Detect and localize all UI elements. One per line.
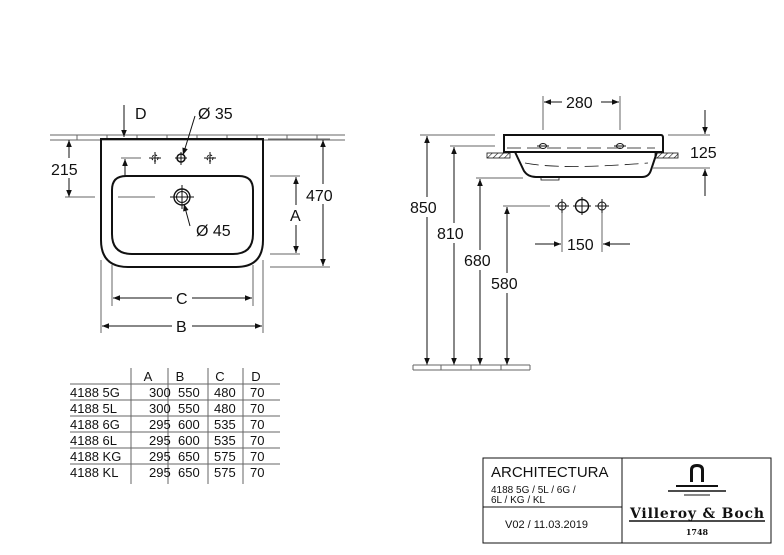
table-row-model: 4188 6G <box>70 417 120 432</box>
label-215: 215 <box>51 162 78 179</box>
d45-leader <box>183 203 191 227</box>
table-row-model: 4188 5L <box>70 401 117 416</box>
tap-hole-side-icon <box>614 143 626 149</box>
label-d45: Ø 45 <box>196 223 231 240</box>
table-row-model: 4188 KG <box>70 449 121 464</box>
table-header: C <box>215 369 224 384</box>
wall-hatch-left <box>486 152 511 159</box>
table-cell: 535 <box>214 433 236 448</box>
title-block: ARCHITECTURA 4188 5G / 5L / 6G / 6L / KG… <box>482 457 772 544</box>
table-cell: 550 <box>178 385 200 400</box>
dimension-table: A B C D 4188 5G 300 550 480 70 4188 5L 300 550 480 70… <box>70 368 280 484</box>
label-580: 580 <box>491 276 518 293</box>
supply-hole-icon <box>595 199 609 213</box>
label-280: 280 <box>566 95 593 112</box>
table-cell: 480 <box>214 401 236 416</box>
side-view: 280 125 850 810 680 580 150 <box>408 95 717 371</box>
label-850: 850 <box>410 200 437 217</box>
d35-leader <box>182 115 196 156</box>
label-680: 680 <box>464 253 491 270</box>
label-810: 810 <box>437 226 464 243</box>
label-470: 470 <box>306 188 333 205</box>
label-a: A <box>290 208 301 225</box>
table-cell: 70 <box>250 401 264 416</box>
table-cell: 70 <box>250 433 264 448</box>
table-cell: 295 <box>149 433 171 448</box>
brand-name: Villeroy & Boch <box>629 506 764 522</box>
table-cell: 550 <box>178 401 200 416</box>
wall-hatch-right <box>654 152 679 159</box>
tap-hole-icon <box>175 152 187 165</box>
table-cell: 295 <box>149 449 171 464</box>
table-cell: 600 <box>178 433 200 448</box>
brand-year: 1748 <box>686 527 709 537</box>
product-name: ARCHITECTURA <box>491 464 609 481</box>
table-row-model: 4188 KL <box>70 465 118 480</box>
table-cell: 300 <box>149 401 171 416</box>
floor-tiles <box>412 364 531 371</box>
label-125: 125 <box>690 145 717 162</box>
table-cell: 575 <box>214 465 236 480</box>
table-cell: 70 <box>250 417 264 432</box>
models-line-2: 6L / KG / KL <box>491 495 546 506</box>
table-cell: 575 <box>214 449 236 464</box>
basin-bowl <box>111 175 254 255</box>
table-cell: 295 <box>149 417 171 432</box>
tap-hole-option-icon <box>204 152 216 164</box>
table-cell: 70 <box>250 385 264 400</box>
supply-hole-icon <box>555 199 569 213</box>
table-header: D <box>251 369 260 384</box>
label-150: 150 <box>567 237 594 254</box>
table-row-model: 4188 5G <box>70 385 120 400</box>
table-cell: 600 <box>178 417 200 432</box>
table-cell: 70 <box>250 465 264 480</box>
table-cell: 650 <box>178 449 200 464</box>
label-c: C <box>176 291 188 308</box>
table-cell: 70 <box>250 449 264 464</box>
wall-tiles <box>50 134 345 141</box>
table-header: B <box>176 369 185 384</box>
label-d35: Ø 35 <box>198 106 233 123</box>
table-cell: 535 <box>214 417 236 432</box>
tap-hole-option-icon <box>149 152 161 164</box>
models-line-1: 4188 5G / 5L / 6G / <box>491 485 576 496</box>
villeroy-boch-logo: Villeroy & Boch 1748 <box>629 464 765 537</box>
label-d: D <box>135 106 147 123</box>
label-b: B <box>176 319 187 336</box>
table-cell: 295 <box>149 465 171 480</box>
table-cell: 650 <box>178 465 200 480</box>
basin-outline <box>100 138 264 268</box>
waste-hole-icon <box>573 197 591 215</box>
table-cell: 480 <box>214 385 236 400</box>
table-cell: 300 <box>149 385 171 400</box>
tap-hole-marks <box>149 152 216 165</box>
version-date: V02 / 11.03.2019 <box>505 519 588 531</box>
table-row-model: 4188 6L <box>70 433 117 448</box>
table-header: A <box>144 369 153 384</box>
tap-hole-side-icon <box>537 143 549 149</box>
drain-icon <box>170 185 194 209</box>
basin-side-outline <box>503 134 664 153</box>
front-view: D Ø 35 215 A 470 Ø 45 C B <box>48 105 345 336</box>
